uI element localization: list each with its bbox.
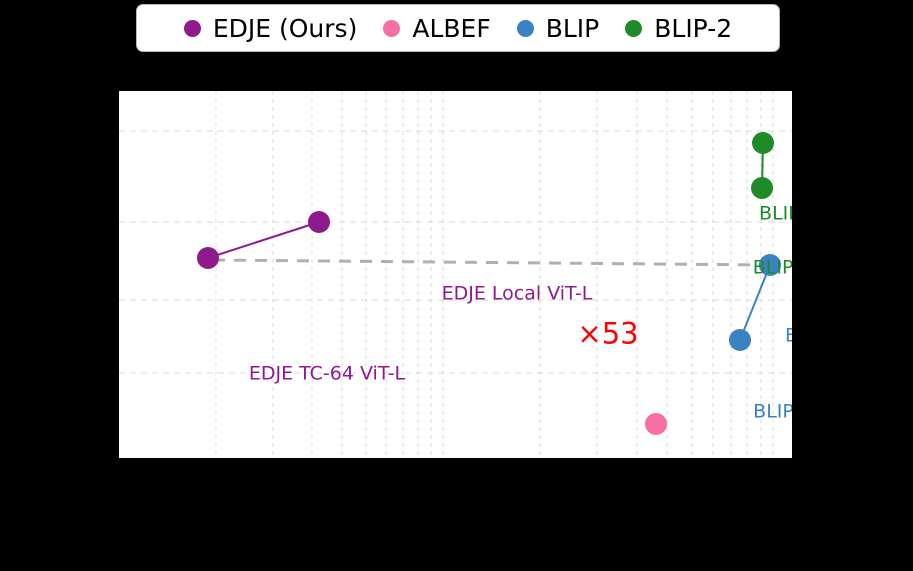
legend-marker-icon	[383, 19, 401, 37]
data-layer	[197, 132, 781, 435]
legend-marker-icon	[516, 19, 534, 37]
legend-entry-albef[interactable]: ALBEF	[383, 13, 491, 43]
legend-entry-edje-ours[interactable]: EDJE (Ours)	[183, 13, 358, 43]
legend-label: EDJE (Ours)	[212, 13, 358, 43]
edje-speedup-dashed-connector	[212, 258, 771, 267]
gridlines	[119, 91, 792, 458]
data-point-marker[interactable]	[759, 254, 781, 276]
data-point-marker[interactable]	[308, 211, 330, 233]
legend-marker-icon	[625, 19, 643, 37]
data-point-marker[interactable]	[729, 329, 751, 351]
edje-series-line	[207, 221, 320, 259]
legend-label: BLIP	[545, 13, 600, 43]
legend-entry-blip[interactable]: BLIP	[516, 13, 600, 43]
data-point-marker[interactable]	[752, 132, 774, 154]
legend-label: ALBEF	[412, 13, 491, 43]
legend-label: BLIP-2	[654, 13, 733, 43]
legend-marker-icon	[183, 19, 201, 37]
data-point-marker[interactable]	[645, 413, 667, 435]
blip-series-line	[739, 264, 771, 341]
data-point-marker[interactable]	[751, 177, 773, 199]
chart-legend: EDJE (Ours) ALBEF BLIP BLIP-2	[136, 4, 780, 52]
legend-entry-blip-2[interactable]: BLIP-2	[625, 16, 732, 41]
data-point-marker[interactable]	[197, 247, 219, 269]
